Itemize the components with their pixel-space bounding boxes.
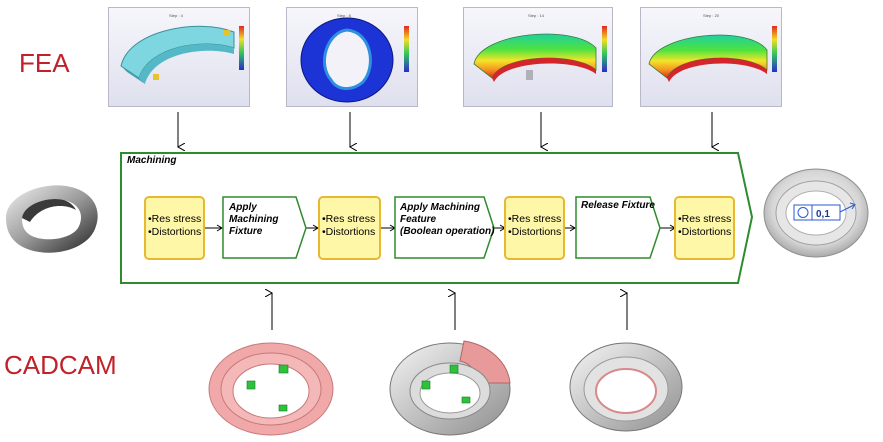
fea-result-image-4: Step : 20 bbox=[640, 7, 782, 107]
machining-title: Machining bbox=[127, 155, 177, 166]
cadcam-release-image bbox=[569, 342, 683, 432]
step-line: Apply bbox=[229, 202, 257, 213]
state-line-stress: •Res stress bbox=[678, 213, 732, 225]
state-line-distortion: •Distortions bbox=[148, 226, 202, 238]
step-label-apply-fixture: Apply Machining Fixture bbox=[229, 202, 278, 238]
svg-text:Step : 4: Step : 4 bbox=[169, 13, 184, 18]
finished-part-image: 0,1 bbox=[763, 168, 869, 258]
state-line-stress: •Res stress bbox=[148, 213, 202, 225]
fea-result-image-2: Step : 8 bbox=[286, 7, 418, 107]
state-line-distortion: •Distortions bbox=[322, 226, 376, 238]
state-line-distortion: •Distortions bbox=[678, 226, 732, 238]
step-label-release-fixture: Release Fixture bbox=[581, 200, 655, 212]
tolerance-value: 0,1 bbox=[816, 209, 830, 220]
fea-result-image-1: Step : 4 bbox=[108, 7, 250, 107]
step-shape-2 bbox=[394, 196, 495, 259]
state-line-distortion: •Distortions bbox=[508, 226, 562, 238]
fea-result-image-3: Step : 14 bbox=[463, 7, 613, 107]
svg-text:Step : 14: Step : 14 bbox=[528, 13, 545, 18]
state-box-2: •Res stress •Distortions bbox=[318, 196, 381, 260]
step-line: Machining bbox=[229, 214, 279, 225]
step-line: Fixture bbox=[229, 226, 263, 237]
cadcam-fixture-image bbox=[208, 342, 334, 436]
step-line: Release Fixture bbox=[581, 200, 655, 211]
step-line: Feature bbox=[400, 214, 437, 225]
state-box-4: •Res stress •Distortions bbox=[674, 196, 735, 260]
svg-text:Step : 20: Step : 20 bbox=[703, 13, 720, 18]
step-label-apply-feature: Apply Machining Feature (Boolean operati… bbox=[400, 202, 494, 238]
step-line: Apply Machining bbox=[400, 202, 480, 213]
step-shape-3 bbox=[575, 196, 661, 259]
state-line-stress: •Res stress bbox=[322, 213, 376, 225]
machining-frame bbox=[120, 152, 754, 284]
fea-label: FEA bbox=[19, 48, 70, 78]
state-line-stress: •Res stress bbox=[508, 213, 562, 225]
state-box-1: •Res stress •Distortions bbox=[144, 196, 205, 260]
step-shape-1 bbox=[222, 196, 307, 259]
raw-part-image bbox=[6, 185, 98, 253]
state-box-3: •Res stress •Distortions bbox=[504, 196, 565, 260]
cadcam-feature-image bbox=[389, 340, 511, 436]
step-line: (Boolean operation) bbox=[400, 226, 495, 237]
svg-text:Step : 8: Step : 8 bbox=[337, 13, 352, 18]
cadcam-label: CADCAM bbox=[4, 350, 117, 380]
